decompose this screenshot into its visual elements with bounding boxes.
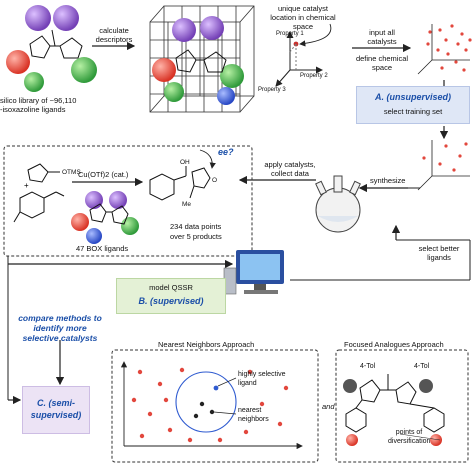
- catalyst-label: Cu(OTf)2 (cat.): [78, 170, 129, 179]
- unique-catalyst-label: unique catalyst location in chemical spa…: [270, 4, 336, 31]
- product-structure: [149, 166, 211, 201]
- stage-a-sub: select training set: [383, 107, 443, 116]
- box-ligand-structure: [71, 191, 139, 244]
- library-ligand-structure: [6, 5, 97, 92]
- training-set-axes: [417, 140, 470, 191]
- reaction-box: [3, 145, 253, 257]
- nearest-title: Nearest Neighbors Approach: [158, 340, 255, 349]
- focused-analogues-box: [335, 349, 469, 463]
- stage-a-label: A. (unsupervised): [374, 92, 451, 102]
- model-qssr-label: model QSSR: [149, 283, 193, 292]
- arrow-unique-catalyst: [299, 23, 332, 47]
- nearest-neighbor-points: [193, 401, 215, 419]
- property-axes: [275, 31, 323, 87]
- focused-title: Focused Analogues Approach: [344, 340, 444, 349]
- property3-label: Property 3: [258, 87, 286, 93]
- cube-ligand-spheres: [152, 16, 244, 105]
- data-points-line2: over 5 products: [170, 232, 222, 241]
- highly-selective-label: highly selective ligand: [238, 371, 286, 387]
- me-label: Me: [182, 201, 192, 208]
- stage-c-box: C. (semi- supervised): [22, 386, 90, 434]
- stage-c-line1: C. (semi-: [36, 398, 75, 408]
- benzaldehyde-structure: [13, 191, 65, 223]
- diversification-point-left: [346, 434, 358, 446]
- diversification-point-right: [430, 434, 442, 446]
- stage-b-box: model QSSR B. (supervised): [116, 278, 226, 314]
- stage-b-label: B. (supervised): [138, 296, 204, 306]
- computer-icon: [223, 250, 284, 295]
- nn-axes: [120, 361, 303, 450]
- chemical-space-points: [426, 24, 472, 72]
- calculate-descriptors-label: calculate descriptors: [95, 26, 133, 44]
- tol-left-label: 4-Tol: [360, 363, 376, 370]
- r1-sphere: [6, 50, 30, 74]
- synthesize-label: synthesize: [370, 176, 406, 185]
- compare-line3: selective catalysts: [22, 333, 98, 343]
- ee-label: ee?: [218, 147, 234, 157]
- nn-points: [131, 367, 289, 443]
- stage-c-line2: supervised): [30, 410, 82, 420]
- r2-sphere-small: [24, 72, 44, 92]
- neighborhood-circle: [175, 371, 237, 433]
- stage-a-box: A. (unsupervised) select training set: [356, 86, 470, 124]
- r4-sphere-right: [53, 5, 79, 31]
- compare-line2: identify more: [33, 323, 87, 333]
- tol-right-label: 4-Tol: [414, 363, 430, 370]
- product-o-label: O: [212, 177, 218, 184]
- property1-label: Property 1: [276, 31, 304, 37]
- tol-sphere-right: [419, 379, 433, 393]
- highly-selective-point: [213, 385, 219, 391]
- flask-icon: [315, 175, 361, 233]
- focused-ligand-structure: [345, 374, 445, 433]
- compare-line1: compare methods to: [18, 313, 102, 323]
- r3-sphere: [71, 57, 97, 83]
- library-caption-line1: silico library of ~96,110: [0, 96, 77, 105]
- box-ligands-label: 47 BOX ligands: [76, 244, 129, 253]
- otms-label: OTMS: [62, 169, 81, 176]
- property2-label: Property 2: [300, 73, 328, 79]
- library-caption-line2: -isoxazoline ligands: [0, 105, 66, 114]
- points-diversification-label: points of diversification: [388, 429, 431, 445]
- r4-sphere-left: [25, 5, 51, 31]
- data-points-line1: 234 data points: [170, 222, 222, 231]
- apply-catalysts-label: apply catalysts, collect data: [264, 160, 316, 178]
- siloxyfuran-structure: [27, 163, 60, 183]
- nearest-neighbors-box: [111, 349, 319, 463]
- oh-label: OH: [180, 159, 190, 166]
- svg-text:+: +: [24, 181, 29, 190]
- and-label: and: [322, 402, 335, 411]
- select-better-label: select better ligands: [418, 244, 460, 262]
- training-set-points: [422, 142, 468, 172]
- chemical-space-axes: [417, 24, 470, 75]
- input-all-catalysts-label: input all catalysts: [367, 28, 397, 46]
- tol-sphere-left: [343, 379, 357, 393]
- define-chemical-space-label: define chemical space: [355, 54, 409, 72]
- nearest-neighbors-label: nearest neighbors: [238, 407, 269, 423]
